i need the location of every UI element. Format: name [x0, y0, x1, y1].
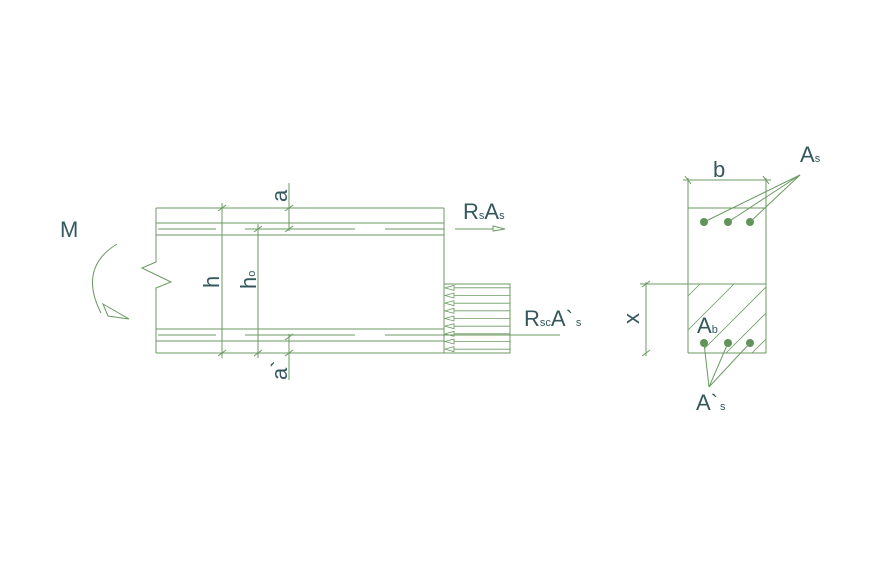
beam-break-line: [140, 208, 173, 353]
dimension-x: [641, 280, 651, 357]
dimension-h0: [253, 224, 263, 358]
dimension-b: [683, 175, 771, 185]
label-compression-steel: A`s: [696, 390, 726, 415]
label-a-top: a: [267, 189, 292, 202]
stress-arrow-head: [443, 300, 455, 307]
stress-arrow-head: [443, 284, 455, 291]
stress-arrow-head: [443, 315, 455, 322]
stress-arrow-head: [443, 323, 455, 330]
label-b: b: [713, 157, 725, 182]
label-a-bottom: a`: [267, 360, 292, 380]
tension-rebar-leaders: [703, 174, 801, 223]
dimension-h: [217, 203, 227, 358]
label-moment: M: [60, 217, 78, 242]
compression-zone-hatching: [687, 283, 767, 354]
stress-arrow-head: [443, 346, 455, 353]
stress-arrow-head: [443, 330, 455, 337]
compression-rebar-leaders: [703, 342, 751, 388]
label-h: h: [199, 276, 224, 288]
stress-arrow-head: [443, 338, 455, 345]
dimension-a-bottom: [284, 333, 294, 380]
moment-arrow: [92, 243, 130, 320]
stress-arrow-head: [443, 307, 455, 314]
label-h0: ho: [236, 271, 261, 289]
cross-section: b x As Ab: [619, 142, 821, 415]
label-tension-force: RsAs: [463, 199, 505, 224]
label-concrete-area: Ab: [697, 313, 718, 338]
stress-arrow-head: [443, 292, 455, 299]
dimension-a-top: [284, 183, 294, 233]
label-compression-force: RscA`s: [524, 306, 582, 331]
beam-elevation: h ho a a` M: [60, 183, 582, 380]
label-x: x: [619, 313, 644, 324]
label-tension-steel: As: [800, 142, 821, 167]
tension-force-arrow: [455, 225, 506, 232]
compression-stress-block: [443, 283, 560, 354]
